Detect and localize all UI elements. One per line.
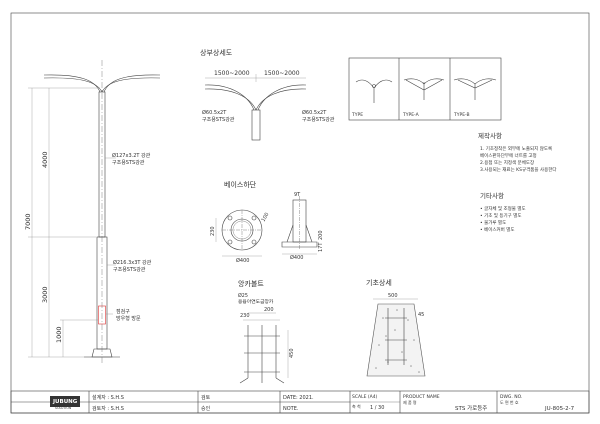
approve-label: 승인 <box>201 405 211 412</box>
date-label: DATE: 2021. <box>283 395 314 401</box>
other-line-4: • 베이스커버 별도 <box>480 226 515 233</box>
foundation-title: 기초상세 <box>366 278 392 287</box>
type-variants: TYPE TYPE-A TYPE-B <box>348 57 502 121</box>
product-sub: 제 품 명 <box>403 399 417 405</box>
other-notes: 기타사항 • 글자체 및 조형물 별도 • 기초 및 등기구 별도 • 물가루 … <box>480 191 526 233</box>
arm-detail-right-pipe <box>257 84 307 111</box>
type-label-1: TYPE <box>351 112 363 118</box>
dwg-label: DWG. NO. <box>500 394 522 400</box>
arm-span-right: 1500~2000 <box>264 70 300 77</box>
anchor-spec-2: 용융아연도금앙카 <box>238 298 274 305</box>
foundation-dim-45: 45 <box>418 312 424 318</box>
company-logo <box>50 396 80 407</box>
base-plan-230: 230 <box>210 226 216 236</box>
designer-label: 설계자 : S.H.S <box>92 394 124 401</box>
arm-pipe-left-1: Ø60.5x2T <box>202 109 227 116</box>
other-line-1: • 글자체 및 조형물 별도 <box>480 205 526 212</box>
base-section-width: Ø400 <box>290 254 303 261</box>
anchor-bolt-title: 앙카볼트 <box>238 279 264 288</box>
arm-pipe-right-1: Ø60.5x2T <box>302 109 327 116</box>
dwg-value: JU-805-2-7 <box>544 406 575 412</box>
pole-arm-left <box>43 74 101 93</box>
fabrication-line-1: 1. 기초정착은 외부에 노출되지 않도록 <box>480 145 552 152</box>
fabrication-notes: 제작사항 1. 기초정착은 외부에 노출되지 않도록 베이스판하단부에 너트를 … <box>478 131 557 173</box>
door-label-2: 방우형 방문 <box>116 315 141 322</box>
anchor-spec-1: Ø25 <box>238 292 248 299</box>
fabrication-line-3: 2.용접 또는 지정색 분체도장 <box>480 159 534 166</box>
product-label: PRODUCT NAME <box>403 394 440 400</box>
type-variants-frame <box>348 57 502 121</box>
pole-spec-lower-2: 구조용STS강관 <box>113 266 146 273</box>
drafter-label: 검토자 : S.H.S <box>92 405 124 412</box>
type-variant-1: TYPE <box>351 79 393 118</box>
anchor-dim-230: 230 <box>240 313 250 319</box>
base-plate-title: 베이스하단 <box>224 180 257 189</box>
pole-dim-low: 1000 <box>55 326 63 343</box>
company-logo-sub: SOLUTION <box>55 406 72 410</box>
fabrication-title: 제작사항 <box>478 131 502 140</box>
pole-spec-upper-2: 구조용STS강관 <box>112 159 145 166</box>
sheet-border <box>10 12 590 414</box>
base-section-200: 200 <box>318 230 324 240</box>
arm-span-left: 1500~2000 <box>214 70 250 77</box>
check-label: 검토 <box>201 394 211 401</box>
base-section-plate <box>281 241 318 248</box>
pole-arm-right <box>103 74 161 93</box>
scale-sub: 축 척 <box>352 403 361 409</box>
base-section-17t: 17T <box>318 242 324 252</box>
type-label-3: TYPE-B <box>453 112 470 118</box>
fabrication-line-4: 3.사용되는 재료는 KS규격품을 사용한다 <box>480 166 557 173</box>
arm-detail-title: 상부상세도 <box>200 48 233 57</box>
foundation-detail: 기초상세 500 45 <box>366 278 426 377</box>
title-block: JUBUNG SOLUTION 설계자 : S.H.S 검토자 : S.H.S … <box>10 390 590 414</box>
company-logo-text: JUBUNG <box>52 399 78 405</box>
note-label: NOTE. <box>283 406 299 412</box>
arm-pipe-right-2: 구조용STS강관 <box>302 116 335 123</box>
scale-value: 1 / 30 <box>370 405 384 411</box>
base-plan-100: 100 <box>261 212 271 223</box>
anchor-dim-200: 200 <box>264 307 274 313</box>
pole-dim-total: 7000 <box>24 213 32 230</box>
anchor-dim-450: 450 <box>289 348 295 358</box>
anchor-bolt-detail: 앙카볼트 Ø25 용융아연도금앙카 230 200 450 <box>238 279 295 384</box>
pole-spec-upper-1: Ø127x3.2T 강관 <box>112 152 151 159</box>
fabrication-line-2: 베이스판하단부에 너트를 고정 <box>480 152 537 159</box>
arm-pipe-left-2: 구조용STS강관 <box>202 116 235 123</box>
type-variant-2: TYPE-A <box>402 78 445 118</box>
pole-elevation: 7000 4000 3000 1000 Ø127x3.2T 강관 구조용STS강… <box>24 60 161 365</box>
base-plate-detail: 베이스하단 Ø400 230 9T Ø400 200 17T 100 <box>210 180 324 264</box>
type-variant-3: TYPE-B <box>453 78 497 118</box>
other-line-2: • 기초 및 등기구 별도 <box>480 212 522 219</box>
foundation-dim-500: 500 <box>388 293 398 299</box>
pole-dim-mid: 3000 <box>41 286 49 303</box>
base-section-9t: 9T <box>294 192 301 198</box>
product-value: STS 가로등주 <box>455 404 487 412</box>
scale-label: SCALE (A4) <box>352 394 378 400</box>
pole-spec-lower-1: Ø216.3x3T 강관 <box>113 259 152 266</box>
arm-detail: 상부상세도 1500~2000 1500~2000 Ø60.5x2T 구조용ST… <box>200 48 335 141</box>
door-label-1: 점검구 <box>116 308 130 315</box>
other-line-3: • 물가루 별도 <box>480 219 506 226</box>
arm-detail-stem <box>251 109 261 141</box>
other-title: 기타사항 <box>480 191 504 200</box>
base-plan-width: Ø400 <box>236 257 249 264</box>
type-label-2: TYPE-A <box>402 112 420 118</box>
arm-detail-left-pipe <box>204 84 255 111</box>
dwg-sub: 도 면 번 호 <box>500 399 519 405</box>
pole-dim-upper: 4000 <box>41 151 49 168</box>
